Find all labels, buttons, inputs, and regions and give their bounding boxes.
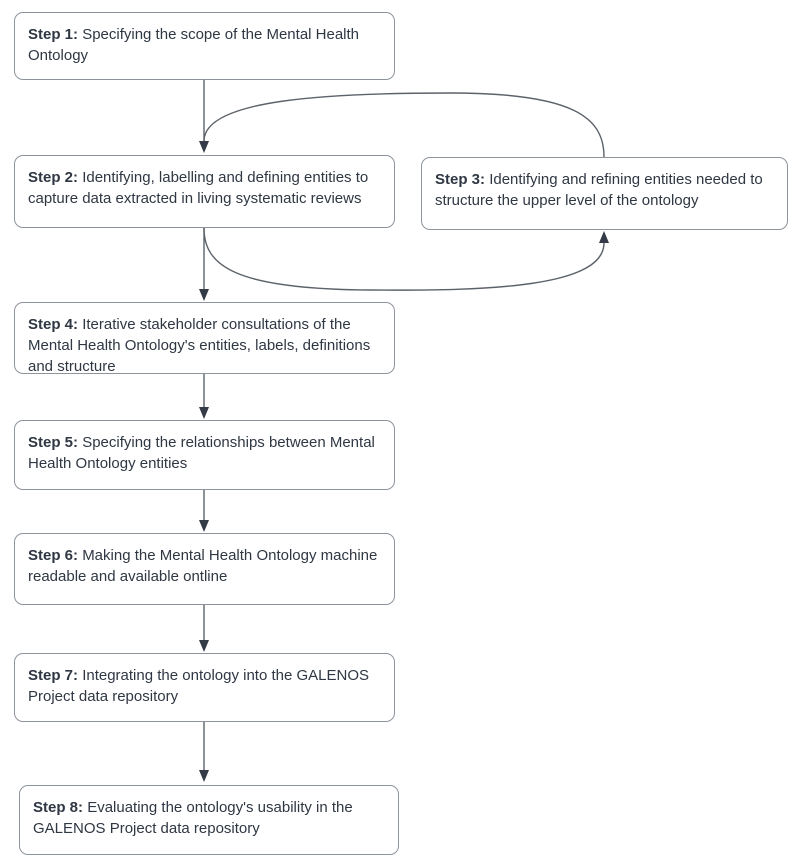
- step-2-label: Step 2:: [28, 169, 79, 186]
- step-4-box: Step 4: Iterative stakeholder consultati…: [14, 302, 395, 375]
- arrowhead-into-step8: [199, 770, 209, 782]
- curve-step3-to-step2: [203, 92, 605, 158]
- arrowhead-into-step3: [599, 231, 609, 243]
- step-1-box: Step 1: Specifying the scope of the Ment…: [14, 12, 395, 80]
- step-4-text: Iterative stakeholder consultations of t…: [28, 316, 371, 375]
- arrowhead-into-step5: [199, 407, 209, 419]
- step-5-box: Step 5: Specifying the relationships bet…: [14, 420, 395, 490]
- step-5-text: Specifying the relationships between Men…: [28, 434, 375, 472]
- arrowhead-into-step4: [199, 289, 209, 301]
- step-1-label: Step 1:: [28, 26, 79, 43]
- step-8-box: Step 8: Evaluating the ontology's usabil…: [19, 785, 399, 855]
- step-4-label: Step 4:: [28, 316, 79, 333]
- step-1-text: Specifying the scope of the Mental Healt…: [28, 26, 360, 64]
- step-7-label: Step 7:: [28, 667, 79, 684]
- arrowhead-into-step2: [199, 141, 209, 153]
- step-8-text: Evaluating the ontology's usability in t…: [33, 799, 353, 837]
- step-5-label: Step 5:: [28, 434, 79, 451]
- step-6-label: Step 6:: [28, 547, 79, 564]
- arrowhead-into-step6: [199, 520, 209, 532]
- step-2-box: Step 2: Identifying, labelling and defin…: [14, 155, 395, 228]
- step-6-box: Step 6: Making the Mental Health Ontolog…: [14, 533, 395, 605]
- step-8-label: Step 8:: [33, 799, 84, 816]
- step-3-box: Step 3: Identifying and refining entitie…: [421, 157, 788, 230]
- step-3-label: Step 3:: [435, 171, 486, 188]
- step-7-box: Step 7: Integrating the ontology into th…: [14, 653, 395, 722]
- step-6-text: Making the Mental Health Ontology machin…: [28, 547, 378, 585]
- step-3-text: Identifying and refining entities needed…: [435, 171, 763, 209]
- curve-step2-to-step3: [203, 227, 605, 291]
- arrowhead-into-step7: [199, 640, 209, 652]
- step-7-text: Integrating the ontology into the GALENO…: [28, 667, 370, 705]
- step-2-text: Identifying, labelling and defining enti…: [28, 169, 369, 207]
